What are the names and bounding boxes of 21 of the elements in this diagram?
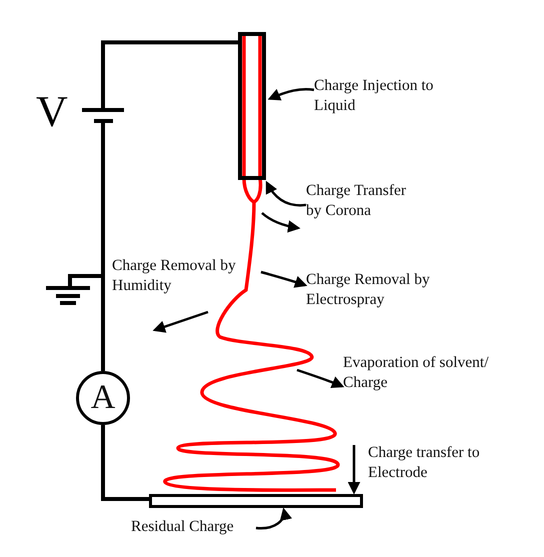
arrow xyxy=(256,508,292,530)
annotation-text: Charge Removal by Humidity xyxy=(112,256,244,298)
wire xyxy=(101,40,238,108)
arrow xyxy=(296,368,344,388)
annotation-text: Evaporation of solvent/ Charge xyxy=(343,353,515,395)
annotation-text: Charge Removal by Electrospray xyxy=(306,270,440,312)
arrow xyxy=(348,445,360,494)
arrow xyxy=(268,88,314,100)
voltage-label: V xyxy=(36,90,68,134)
annotation-text: Charge Transfer by Corona xyxy=(306,181,418,223)
annotation-text: Residual Charge xyxy=(131,517,256,539)
needle xyxy=(238,32,266,180)
battery-symbol xyxy=(82,108,124,123)
ammeter-symbol: A xyxy=(76,371,130,425)
annotation-text: Charge transfer to Electrode xyxy=(346,443,506,485)
arrow xyxy=(260,270,308,288)
ground-symbol xyxy=(46,286,90,305)
arrow xyxy=(266,180,306,207)
collector-electrode xyxy=(149,494,363,508)
annotation-text: Charge Injection to Liquid xyxy=(314,76,444,118)
wire xyxy=(101,425,149,502)
